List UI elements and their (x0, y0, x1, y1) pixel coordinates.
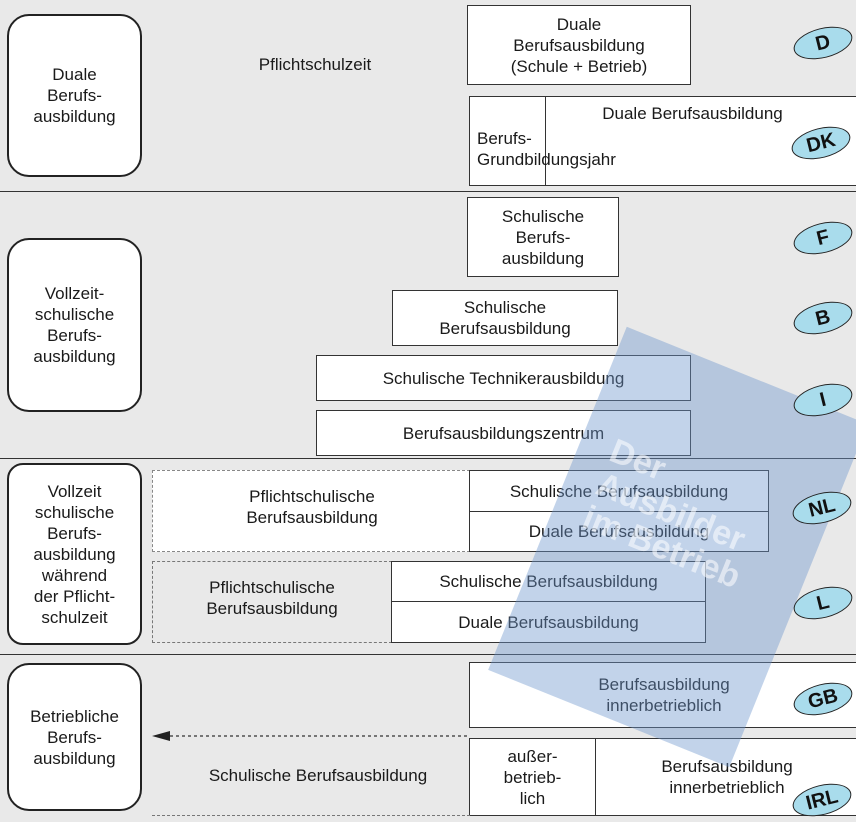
category-dual: Duale Berufs- ausbildung (7, 14, 142, 177)
box-irl-mid: außer- betrieb- lich (469, 738, 596, 816)
box-f: Schulische Berufs- ausbildung (467, 197, 619, 277)
badge-d: D (790, 21, 856, 65)
box-gb: Berufsausbildung innerbetrieblich (469, 662, 856, 728)
irl-left-text: Schulische Berufsausbildung (208, 766, 428, 785)
box-i: Schulische Technikerausbildung (316, 355, 691, 401)
badge-f: F (790, 216, 856, 260)
box-b: Schulische Berufsausbildung (392, 290, 618, 346)
box-l-bottom: Duale Berufsausbildung (391, 601, 706, 643)
divider-1 (0, 191, 856, 192)
irl-bottom-dash (152, 815, 470, 816)
dk-right-text: Duale Berufsausbildung (602, 104, 783, 123)
box-l-top: Schulische Berufsausbildung (391, 561, 706, 602)
arrow-left (152, 731, 470, 741)
nl-left-area (152, 470, 470, 552)
box-dk (469, 96, 856, 186)
compulsory-school-label: Pflichtschulzeit (258, 55, 372, 74)
box-irl-right: Berufsausbildung innerbetrieblich (595, 738, 856, 816)
box-d: Duale Berufsausbildung (Schule + Betrieb… (467, 5, 691, 85)
category-company: Betriebliche Berufs- ausbildung (7, 663, 142, 811)
dk-divider (545, 96, 546, 186)
divider-2 (0, 458, 856, 459)
box-nl-top: Schulische Berufsausbildung (469, 470, 769, 512)
divider-3 (0, 654, 856, 655)
category-fulltime-compulsory: Vollzeit schulische Berufs- ausbildung w… (7, 463, 142, 645)
badge-b: B (790, 296, 856, 340)
category-fulltime: Vollzeit- schulische Berufs- ausbildung (7, 238, 142, 412)
box-i2: Berufsausbildungszentrum (316, 410, 691, 456)
box-nl-bottom: Duale Berufsausbildung (469, 511, 769, 552)
l-left-text: Pflichtschulische Berufsausbildung (206, 578, 338, 618)
nl-left-text: Pflichtschulische Berufsausbildung (246, 487, 378, 527)
dk-left-text: Berufs- Grundbildungsjahr (477, 129, 616, 169)
